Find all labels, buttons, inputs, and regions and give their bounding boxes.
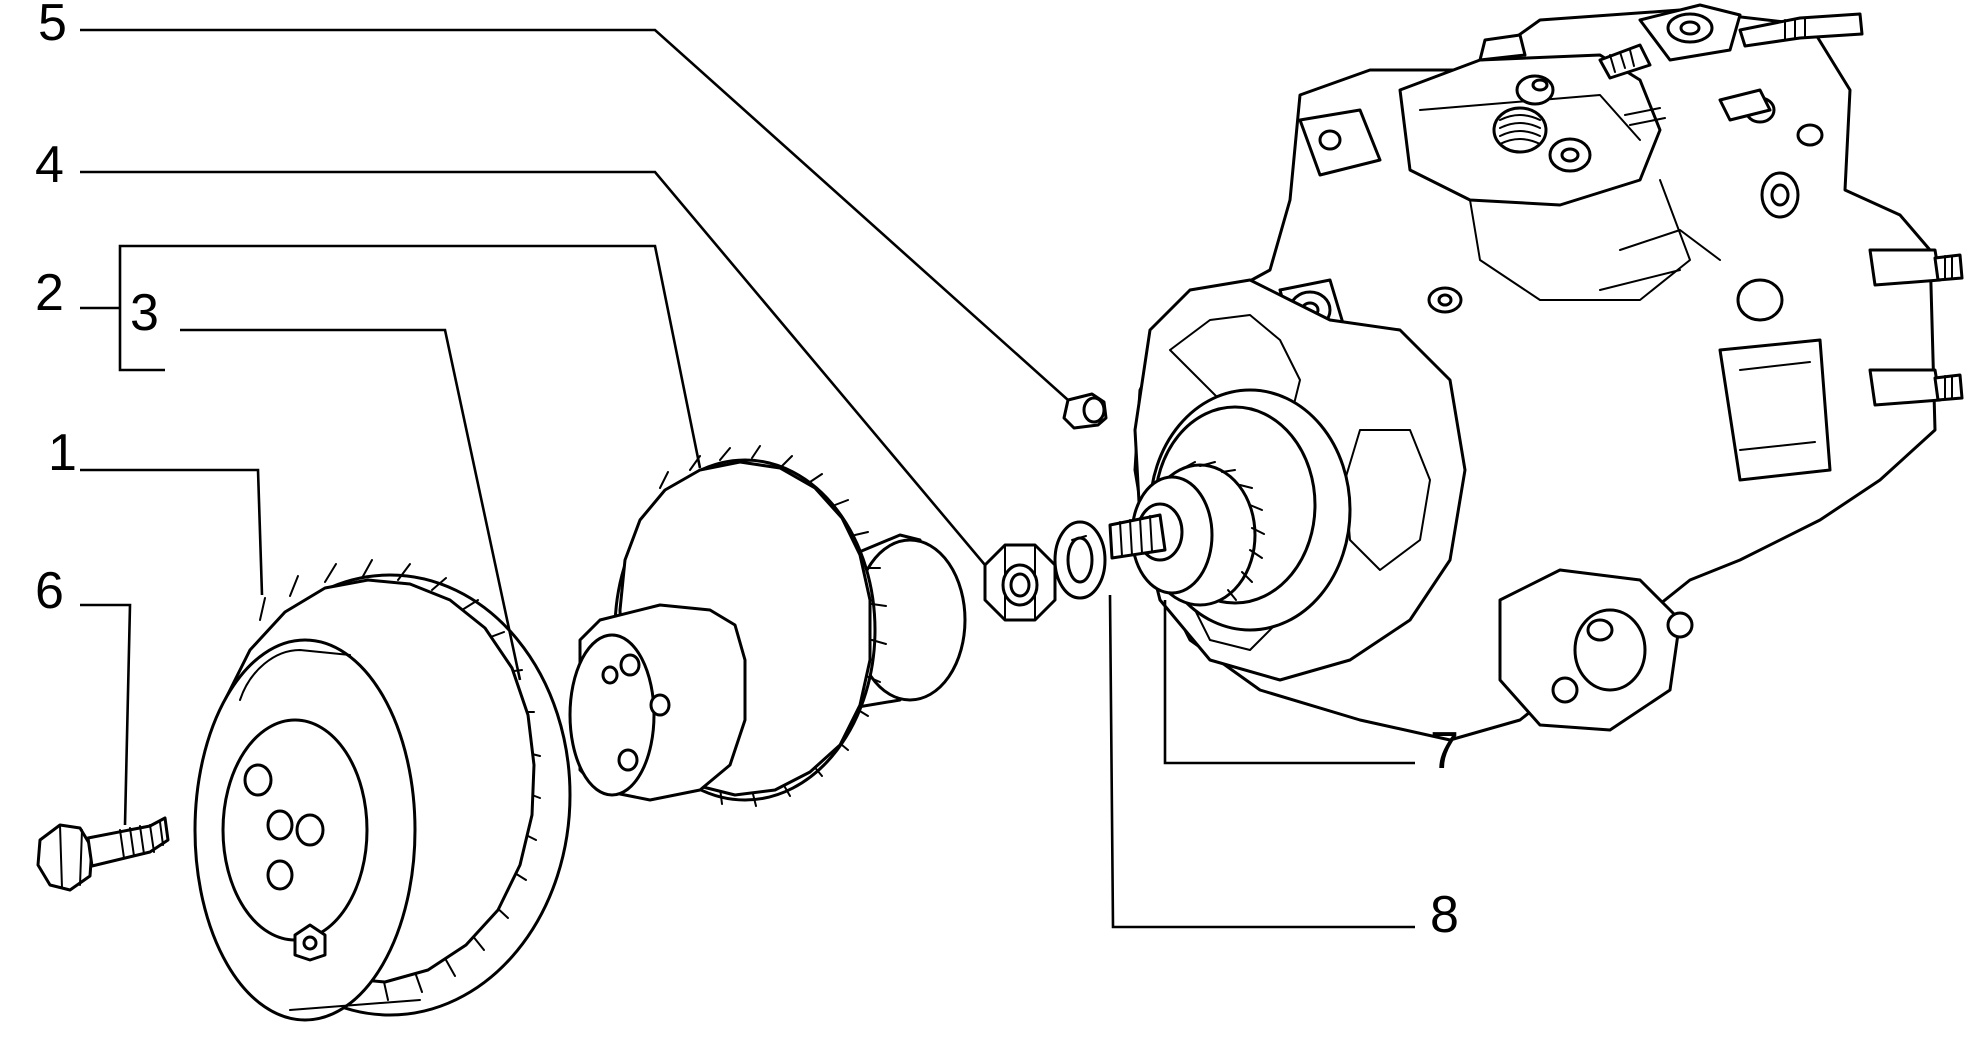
leader-5 xyxy=(80,28,1069,401)
leader-2-bracket xyxy=(118,244,702,469)
leader-lines xyxy=(80,28,1415,929)
leader-6 xyxy=(80,603,132,826)
leader-3 xyxy=(180,328,522,681)
leader-1 xyxy=(80,468,264,596)
washer-icon xyxy=(1053,520,1107,600)
key-icon xyxy=(1062,392,1108,430)
nut-icon xyxy=(983,543,1057,622)
bolt-icon xyxy=(36,816,170,892)
callout-8[interactable]: 8 xyxy=(1430,886,1459,944)
leader-4 xyxy=(80,170,986,566)
callout-6[interactable]: 6 xyxy=(35,562,64,620)
hub-gear-icon xyxy=(568,445,967,807)
large-gear-icon xyxy=(193,559,572,1022)
pump-hub-gear-icon xyxy=(1108,461,1265,607)
callout-7[interactable]: 7 xyxy=(1430,722,1459,780)
callout-1[interactable]: 1 xyxy=(48,424,77,482)
leader-8 xyxy=(1108,594,1415,929)
callout-3[interactable]: 3 xyxy=(130,284,159,342)
callout-4[interactable]: 4 xyxy=(35,136,64,194)
leader-7 xyxy=(1163,600,1415,765)
callout-labels: 5 4 2 3 1 6 7 8 xyxy=(35,0,1459,944)
callout-2[interactable]: 2 xyxy=(35,264,64,322)
injection-pump-icon xyxy=(1133,3,1964,742)
callout-5[interactable]: 5 xyxy=(38,0,67,52)
